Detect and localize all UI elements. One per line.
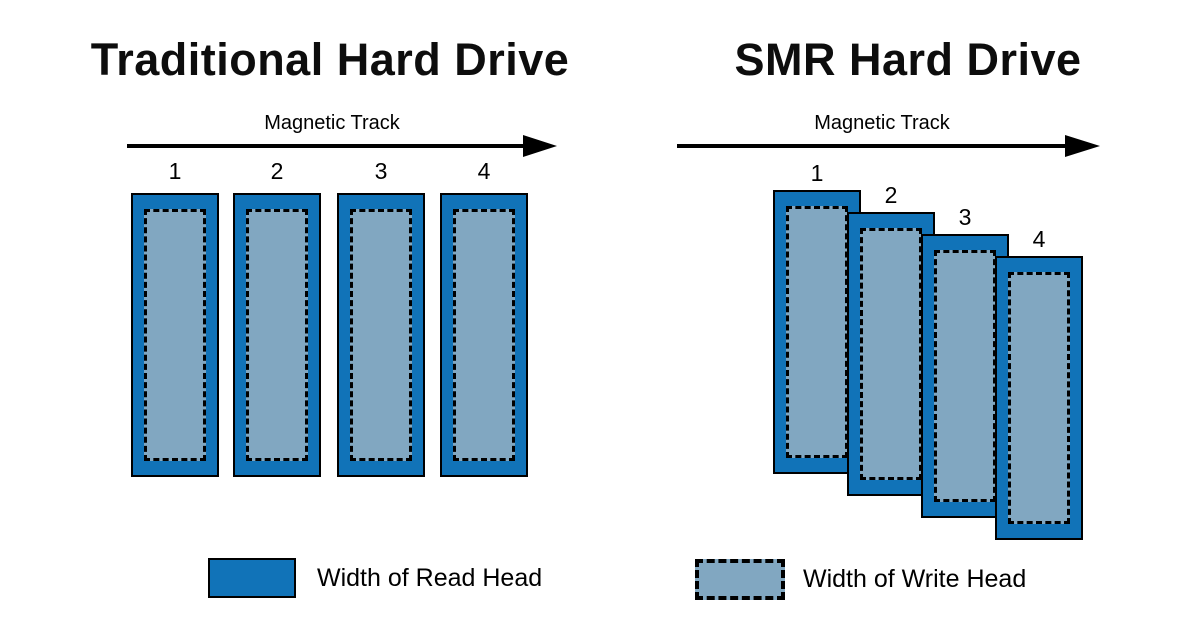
magnetic-track-label-left: Magnetic Track xyxy=(264,112,400,134)
smr-track-2-number: 2 xyxy=(884,182,898,208)
magnetic-track-label-right: Magnetic Track xyxy=(814,112,950,134)
smr-track-1-number: 1 xyxy=(810,160,824,186)
smr-track-3-number: 3 xyxy=(958,204,972,230)
traditional-track-3-number: 3 xyxy=(374,158,388,184)
smr-track-4-number: 4 xyxy=(1032,226,1046,252)
arrow-head-icon xyxy=(523,135,557,157)
magnetic-track-arrow-left xyxy=(127,135,557,157)
write-head-region xyxy=(246,209,308,461)
write-head-swatch xyxy=(695,559,785,600)
magnetic-track-arrow-right xyxy=(677,135,1100,157)
traditional-track-4-number: 4 xyxy=(477,158,491,184)
traditional-track-2-number: 2 xyxy=(270,158,284,184)
write-head-region xyxy=(786,206,848,458)
traditional-track-4 xyxy=(440,193,528,477)
write-head-region xyxy=(1008,272,1070,524)
traditional-track-3 xyxy=(337,193,425,477)
read-head-swatch xyxy=(208,558,296,598)
write-head-region xyxy=(144,209,206,461)
write-head-region xyxy=(350,209,412,461)
write-head-region xyxy=(860,228,922,480)
smr-track-4 xyxy=(995,256,1083,540)
arrow-head-icon xyxy=(1065,135,1100,157)
traditional-track-1 xyxy=(131,193,219,477)
write-head-region xyxy=(934,250,996,502)
traditional-track-1-number: 1 xyxy=(168,158,182,184)
smr-title: SMR Hard Drive xyxy=(734,34,1082,85)
traditional-title: Traditional Hard Drive xyxy=(90,34,570,85)
write-head-label: Width of Write Head xyxy=(803,565,1027,593)
read-head-label: Width of Read Head xyxy=(317,564,543,592)
smr-track-1 xyxy=(773,190,861,474)
traditional-track-2 xyxy=(233,193,321,477)
write-head-region xyxy=(453,209,515,461)
